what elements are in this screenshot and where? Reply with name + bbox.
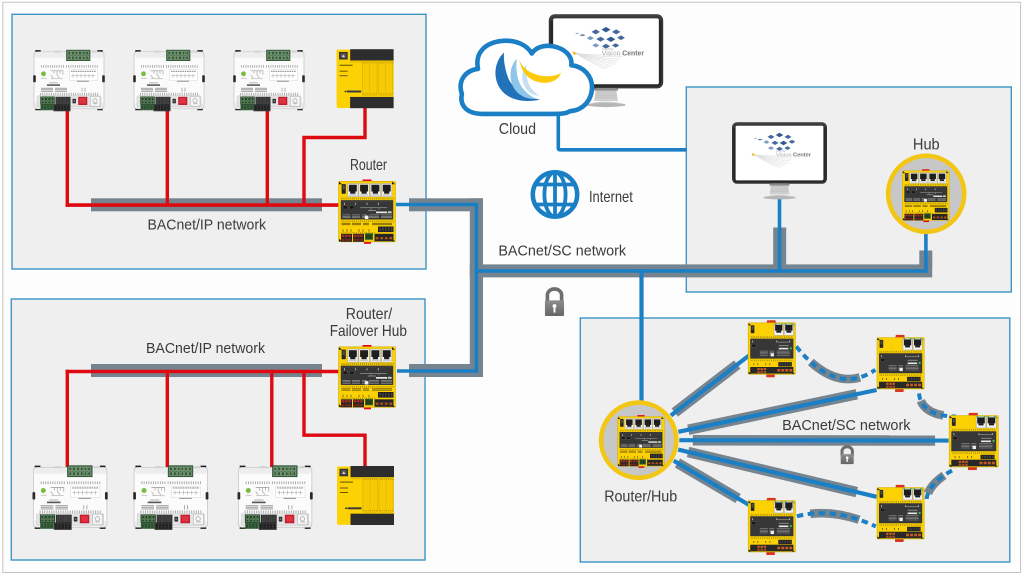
svg-text:BACnet/IP network: BACnet/IP network bbox=[146, 340, 265, 357]
svg-text:Cloud: Cloud bbox=[499, 121, 536, 138]
svg-text:BACnet/SC network: BACnet/SC network bbox=[782, 417, 911, 434]
svg-text:Failover Hub: Failover Hub bbox=[330, 323, 407, 340]
svg-text:BACnet/IP network: BACnet/IP network bbox=[148, 217, 267, 234]
svg-text:Hub: Hub bbox=[913, 137, 940, 154]
svg-text:Internet: Internet bbox=[589, 189, 633, 206]
svg-text:Router/: Router/ bbox=[346, 306, 393, 323]
svg-text:BACnet/SC network: BACnet/SC network bbox=[498, 242, 626, 259]
svg-text:Router/Hub: Router/Hub bbox=[604, 489, 677, 506]
svg-text:Router: Router bbox=[350, 157, 388, 174]
